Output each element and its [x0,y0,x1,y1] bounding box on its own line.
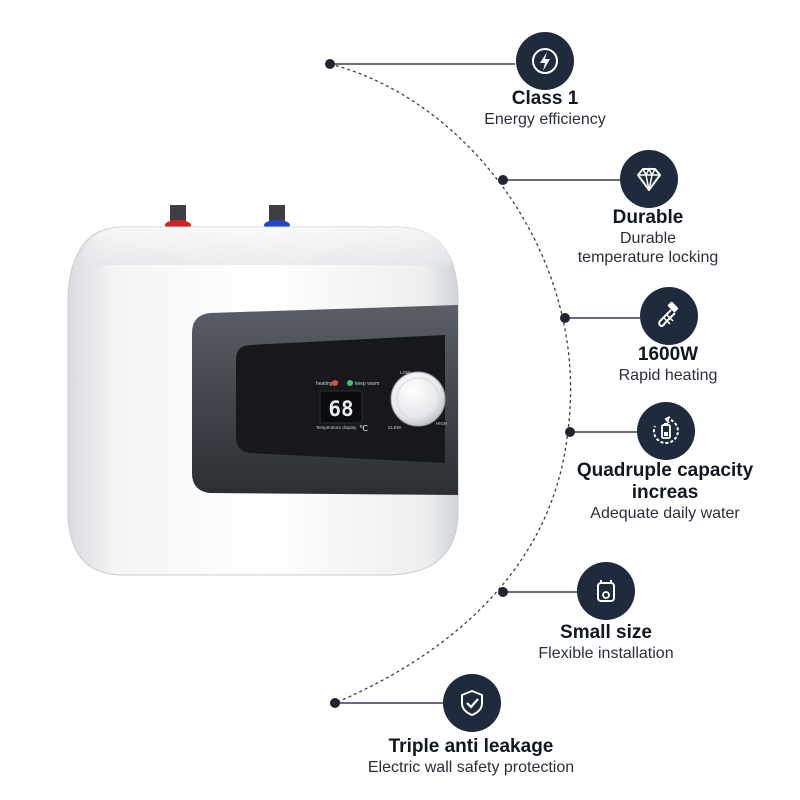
connector-dot-3 [560,313,570,323]
inlet-pipes [165,205,290,230]
feature-title: Triple anti leakage [388,736,554,757]
connector-dot-5 [498,587,508,597]
indicator-keep-warm-label: keep warm [355,381,379,387]
connector-lines [330,63,640,704]
feature-small-size: Small size Flexible installation [456,622,756,663]
feature-triple-anti-leakage: Triple anti leakage Electric wall safety… [321,736,621,777]
indicator-heating-label: heating [316,381,333,387]
connector-dot-2 [498,175,508,185]
hot-pipe [170,205,186,225]
connector-dot-4 [565,427,575,437]
energy-bolt-icon [516,32,574,90]
capacity-cycle-icon [637,402,695,460]
heating-element-icon [640,287,698,345]
feature-desc: Electric wall safety protection [367,759,575,776]
diamond-icon [620,150,678,208]
indicator-lights [332,380,353,386]
knob-left-label: CLEW [388,425,402,430]
temperature-knob [390,371,446,427]
feature-desc: Flexible installation [538,645,674,662]
dashed-arc [329,63,572,704]
shield-check-icon [443,674,501,732]
knob-right-label: HIGH [436,421,447,426]
feature-class-1: Class 1 Energy efficiency [395,88,695,129]
knob-top-label: LOW [400,370,411,375]
temperature-display [319,390,363,424]
water-heater-image: heating keep warm 68 Temperature display… [60,195,470,580]
display-unit: ℃ [359,424,368,433]
feature-desc: Rapid heating [618,367,718,384]
feature-durable: Durable Durable temperature locking [498,207,798,267]
feature-desc: temperature locking [577,249,719,266]
feature-title: Class 1 [511,88,579,109]
compact-heater-icon [577,562,635,620]
feature-desc: Adequate daily water [590,505,740,522]
feature-title: Durable [612,207,684,228]
feature-1600w: 1600W Rapid heating [518,344,800,385]
display-caption: Temperature display [316,425,357,430]
feature-quadruple-capacity: Quadruple capacity increas Adequate dail… [515,460,800,523]
feature-title: Small size [560,622,652,643]
connector-dot-1 [325,59,335,69]
cold-pipe [269,205,285,225]
feature-desc: Energy efficiency [484,111,606,128]
connector-dots [325,59,575,708]
feature-desc: Durable [619,230,677,247]
feature-title: Quadruple capacity increas [576,460,754,503]
feature-title: 1600W [637,344,699,365]
connector-dot-6 [330,698,340,708]
display-digits: 68 [328,397,353,421]
